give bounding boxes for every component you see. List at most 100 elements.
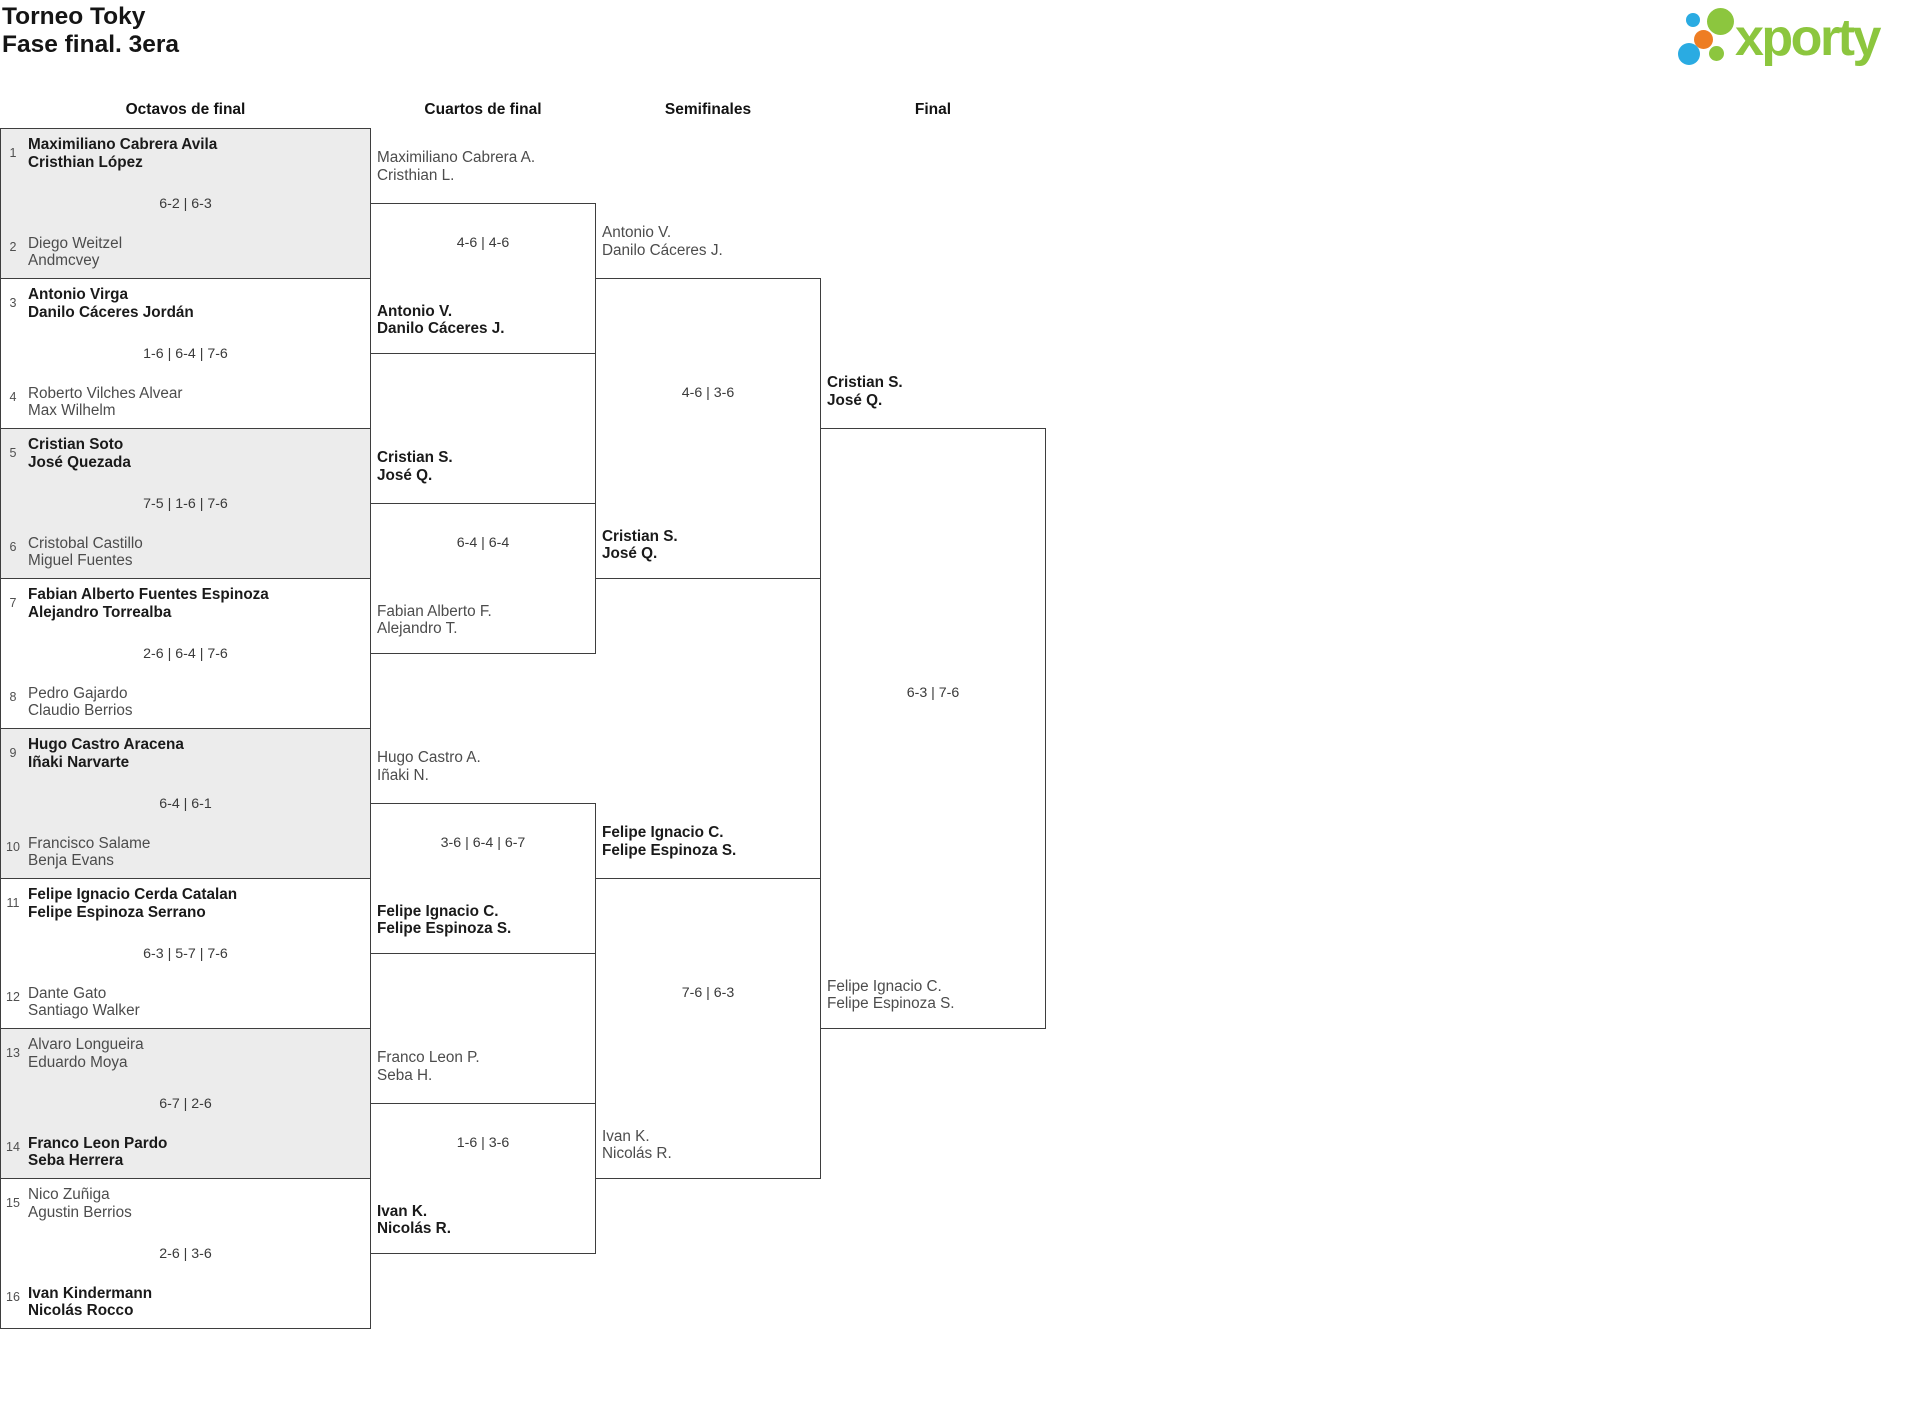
- player-name: Danilo Cáceres J.: [602, 241, 723, 259]
- cuartos-match-3[interactable]: Hugo Castro A. Iñaki N. 3-6 | 6-4 | 6-7 …: [370, 749, 596, 954]
- team-top: Antonio Virga Danilo Cáceres Jordán: [28, 286, 364, 321]
- player-name: Antonio V.: [602, 224, 672, 241]
- octavos-match-5[interactable]: 9 Hugo Castro Aracena Iñaki Narvarte 6-4…: [0, 728, 371, 879]
- player-name: Nicolás R.: [377, 1220, 451, 1238]
- player-name: Cristian S.: [377, 449, 453, 466]
- match-score: 4-6 | 3-6: [681, 385, 735, 401]
- player-name: Felipe Espinoza S.: [377, 920, 512, 938]
- team-top: Maximiliano Cabrera Avila Cristhian Lópe…: [28, 136, 364, 171]
- player-name: Santiago Walker: [28, 1002, 140, 1020]
- tournament-title: Torneo Toky Fase final. 3era: [2, 3, 179, 58]
- semifinal-match-1[interactable]: Antonio V. Danilo Cáceres J. 4-6 | 3-6 C…: [595, 224, 821, 579]
- cuartos-match-1[interactable]: Maximiliano Cabrera A. Cristhian L. 4-6 …: [370, 149, 596, 354]
- team-top: Cristian S. José Q.: [377, 449, 591, 484]
- player-name: Felipe Espinoza Serrano: [28, 903, 206, 921]
- player-name: Cristhian L.: [377, 166, 455, 184]
- seed-number: 3: [9, 296, 17, 310]
- octavos-match-7[interactable]: 13 Alvaro Longueira Eduardo Moya 6-7 | 2…: [0, 1028, 371, 1179]
- player-name: Felipe Espinoza S.: [827, 995, 955, 1013]
- xporty-logo[interactable]: xporty: [1676, 4, 1892, 68]
- round-header-semifinales: Semifinales: [664, 101, 752, 118]
- player-name: Seba H.: [377, 1066, 433, 1084]
- player-name: Benja Evans: [28, 852, 114, 870]
- match-score: 2-6 | 6-4 | 7-6: [143, 646, 228, 662]
- player-name: Seba Herrera: [28, 1152, 124, 1170]
- match-score: 6-7 | 2-6: [159, 1096, 212, 1112]
- octavos-match-3[interactable]: 5 Cristian Soto José Quezada 7-5 | 1-6 |…: [0, 428, 371, 579]
- match-score: 6-4 | 6-4: [456, 535, 510, 551]
- final-match[interactable]: Cristian S. José Q. 6-3 | 7-6 Felipe Ign…: [820, 374, 1046, 1029]
- player-name: Pedro Gajardo: [28, 684, 128, 702]
- match-score: 6-3 | 7-6: [906, 685, 960, 701]
- player-name: Hugo Castro Aracena: [28, 736, 184, 753]
- seed-number: 1: [9, 146, 17, 160]
- seed-number: 8: [9, 690, 17, 704]
- player-name: José Q.: [602, 545, 658, 563]
- player-name: Max Wilhelm: [28, 402, 116, 420]
- semifinal-match-2[interactable]: Felipe Ignacio C. Felipe Espinoza S. 7-6…: [595, 824, 821, 1179]
- seed-number: 5: [9, 446, 17, 460]
- tournament-phase: Fase final. 3era: [2, 30, 180, 58]
- player-name: Felipe Ignacio Cerda Catalan: [28, 886, 238, 903]
- player-name: Cristian S.: [602, 527, 678, 545]
- player-name: Cristhian López: [28, 153, 143, 171]
- player-name: Cristian Soto: [28, 436, 124, 453]
- team-bottom: Ivan K. Nicolás R.: [377, 1203, 591, 1238]
- seed-number: 2: [9, 240, 17, 254]
- team-bottom: Dante Gato Santiago Walker: [28, 985, 364, 1020]
- player-name: Franco Leon P.: [377, 1049, 480, 1066]
- player-name: Roberto Vilches Alvear: [28, 384, 183, 402]
- round-header-octavos: Octavos de final: [125, 101, 246, 118]
- team-bottom: Fabian Alberto F. Alejandro T.: [377, 603, 591, 638]
- seed-number: 7: [9, 596, 17, 610]
- player-name: Danilo Cáceres J.: [377, 320, 505, 338]
- cuartos-match-4[interactable]: Franco Leon P. Seba H. 1-6 | 3-6 Ivan K.…: [370, 1049, 596, 1254]
- match-score: 7-5 | 1-6 | 7-6: [143, 496, 228, 512]
- player-name: Felipe Ignacio C.: [602, 824, 724, 841]
- team-bottom: Antonio V. Danilo Cáceres J.: [377, 303, 591, 338]
- player-name: Nico Zuñiga: [28, 1186, 110, 1203]
- round-header-cuartos: Cuartos de final: [424, 101, 542, 118]
- player-name: Diego Weitzel: [28, 234, 123, 252]
- match-score: 4-6 | 4-6: [456, 235, 510, 251]
- seed-number: 9: [9, 746, 17, 760]
- player-name: Maximiliano Cabrera A.: [377, 149, 536, 166]
- octavos-match-1[interactable]: 1 Maximiliano Cabrera Avila Cristhian Ló…: [0, 128, 371, 279]
- player-name: Danilo Cáceres Jordán: [28, 303, 194, 321]
- octavos-match-8[interactable]: 15 Nico Zuñiga Agustin Berrios 2-6 | 3-6…: [0, 1178, 371, 1329]
- player-name: Maximiliano Cabrera Avila: [28, 136, 218, 153]
- match-score: 7-6 | 6-3: [681, 985, 735, 1001]
- team-bottom: Cristobal Castillo Miguel Fuentes: [28, 535, 364, 570]
- cuartos-match-2[interactable]: Cristian S. José Q. 6-4 | 6-4 Fabian Alb…: [370, 449, 596, 654]
- logo-dot-blue-large-icon: [1678, 43, 1700, 65]
- seed-number: 11: [6, 896, 20, 910]
- player-name: Dante Gato: [28, 984, 107, 1002]
- player-name: Ivan Kindermann: [28, 1284, 153, 1302]
- team-top: Felipe Ignacio C. Felipe Espinoza S.: [602, 824, 816, 859]
- player-name: Franco Leon Pardo: [28, 1134, 168, 1152]
- team-top: Nico Zuñiga Agustin Berrios: [28, 1186, 364, 1221]
- round-header-final: Final: [914, 101, 952, 118]
- player-name: Claudio Berrios: [28, 702, 133, 720]
- seed-number: 4: [9, 390, 17, 404]
- octavos-match-2[interactable]: 3 Antonio Virga Danilo Cáceres Jordán 1-…: [0, 278, 371, 429]
- player-name: Eduardo Moya: [28, 1053, 128, 1071]
- player-name: Andmcvey: [28, 252, 100, 270]
- team-bottom: Felipe Ignacio C. Felipe Espinoza S.: [377, 903, 591, 938]
- player-name: Nicolás R.: [602, 1145, 672, 1163]
- team-top: Franco Leon P. Seba H.: [377, 1049, 591, 1084]
- player-name: Fabian Alberto F.: [377, 602, 492, 620]
- player-name: Felipe Espinoza S.: [602, 841, 737, 859]
- player-name: Alejandro T.: [377, 620, 458, 638]
- player-name: Alejandro Torrealba: [28, 603, 172, 621]
- team-top: Cristian S. José Q.: [827, 374, 1041, 409]
- team-bottom: Francisco Salame Benja Evans: [28, 835, 364, 870]
- player-name: Felipe Ignacio C.: [827, 977, 942, 995]
- team-bottom: Diego Weitzel Andmcvey: [28, 235, 364, 270]
- team-bottom: Roberto Vilches Alvear Max Wilhelm: [28, 385, 364, 420]
- octavos-match-4[interactable]: 7 Fabian Alberto Fuentes Espinoza Alejan…: [0, 578, 371, 729]
- octavos-match-6[interactable]: 11 Felipe Ignacio Cerda Catalan Felipe E…: [0, 878, 371, 1029]
- player-name: Ivan K.: [377, 1202, 428, 1220]
- tournament-name: Torneo Toky: [2, 3, 146, 30]
- team-bottom: Ivan K. Nicolás R.: [602, 1128, 816, 1163]
